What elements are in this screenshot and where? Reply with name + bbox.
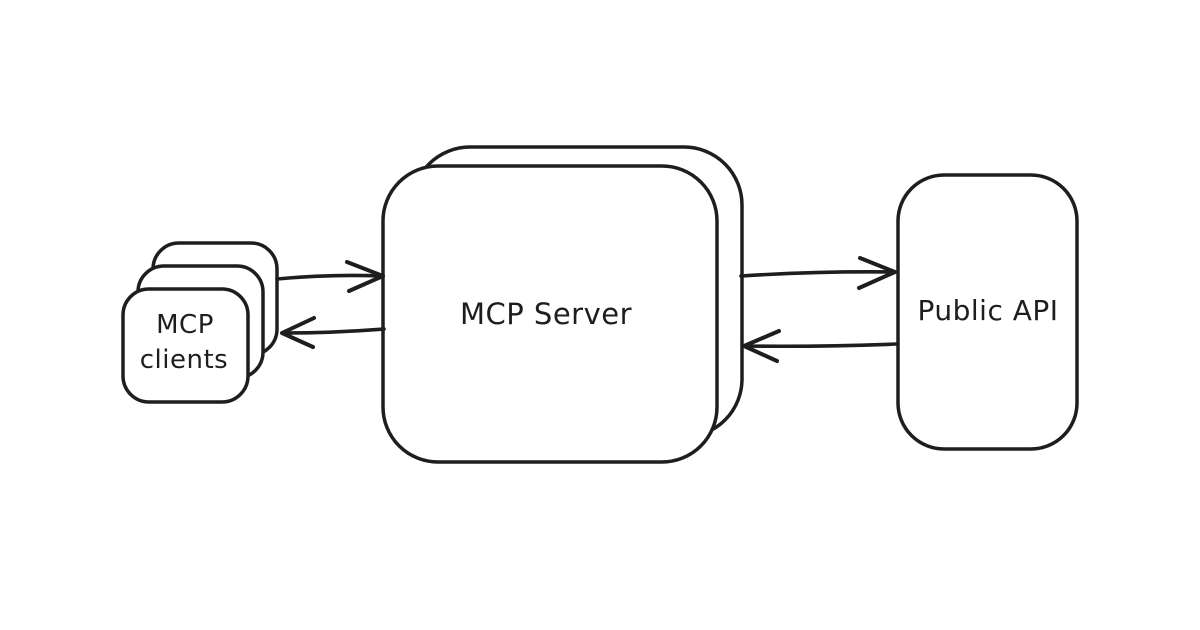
public-api-node: Public API	[896, 173, 1079, 451]
arrow-public-api-to-server	[742, 329, 899, 363]
arrow-head-right-icon	[345, 260, 385, 293]
arrow-head-right-icon	[857, 256, 897, 290]
arrow-line	[275, 273, 385, 281]
public-api-label: Public API	[917, 294, 1058, 327]
arrow-server-to-clients	[280, 316, 386, 349]
mcp-clients-label-line2: clients	[140, 345, 228, 375]
arrow-head-left-icon	[742, 329, 781, 363]
mcp-server-card-front	[381, 164, 719, 464]
mcp-server-node: MCP Server	[381, 145, 744, 464]
mcp-clients-node: MCP clients	[121, 241, 279, 404]
arrow-server-to-public-api	[739, 256, 897, 290]
mcp-server-label: MCP Server	[460, 297, 632, 331]
arrow-head-left-icon	[280, 316, 316, 349]
arrow-line	[280, 327, 386, 335]
mcp-clients-label-line1: MCP	[156, 310, 214, 340]
public-api-card	[896, 173, 1079, 451]
arrow-line	[739, 270, 897, 278]
arrow-clients-to-server	[275, 260, 385, 293]
arrow-line	[742, 342, 899, 349]
mcp-clients-card-front	[121, 287, 250, 404]
